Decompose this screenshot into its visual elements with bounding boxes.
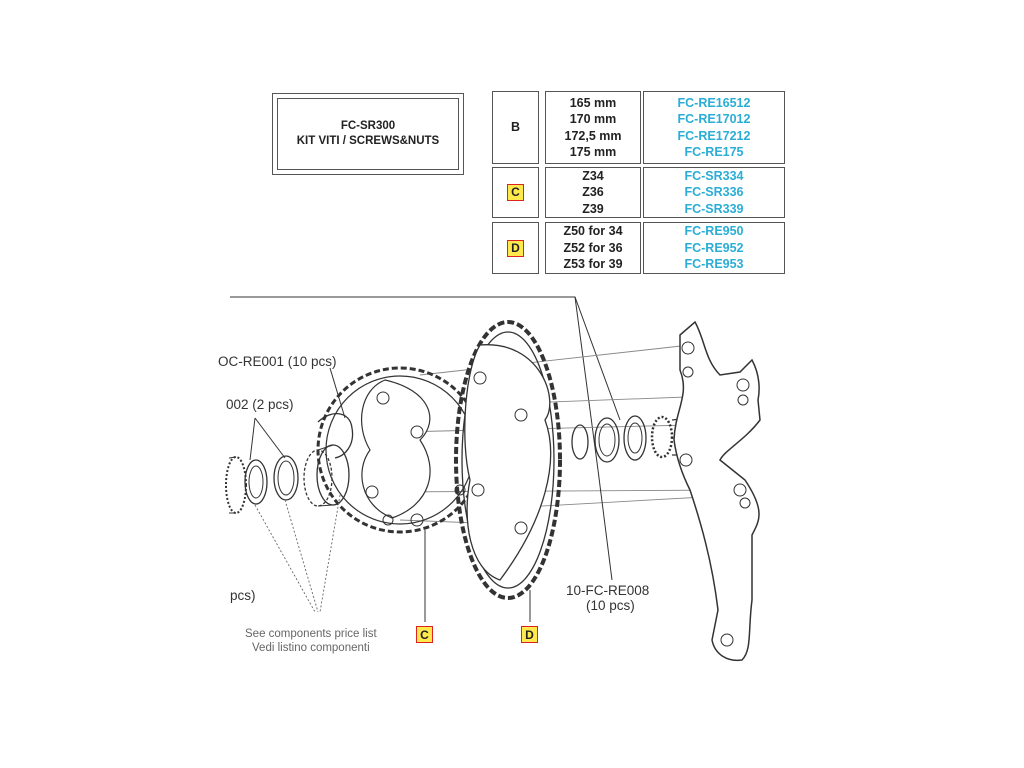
row-b-code-link[interactable]: FC-RE17212 xyxy=(677,128,751,143)
row-b-code-link[interactable]: FC-RE16512 xyxy=(677,95,751,110)
kit-title: KIT VITI / SCREWS&NUTS xyxy=(296,135,440,147)
label-002: 002 (2 pcs) xyxy=(226,397,294,412)
row-b-code-link[interactable]: FC-RE175 xyxy=(684,145,744,159)
circlip xyxy=(317,413,354,459)
row-c-codes-cell: FC-SR334 FC-SR336 FC-SR339 xyxy=(643,167,785,218)
row-b-codes-cell: FC-RE16512 FC-RE17012 FC-RE17212 FC-RE17… xyxy=(643,91,785,164)
label-re008-qty: (10 pcs) xyxy=(586,598,635,613)
note-it: Vedi listino componenti xyxy=(252,642,370,654)
row-c-letter-tag: C xyxy=(507,184,524,201)
row-b-size: 172,5 mm xyxy=(564,128,622,143)
row-d-codes-cell: FC-RE950 FC-RE952 FC-RE953 xyxy=(643,222,785,274)
row-d-letter-tag: D xyxy=(507,239,524,257)
row-b-code-link[interactable]: FC-RE17012 xyxy=(677,112,751,126)
tag-c: C xyxy=(416,626,433,643)
row-c-letter-cell: C xyxy=(492,167,539,218)
row-b-size: 175 mm xyxy=(569,145,617,159)
row-c-code-link[interactable]: FC-SR334 xyxy=(684,168,744,183)
ring-r1 xyxy=(571,424,589,460)
row-c-size: Z39 xyxy=(582,201,604,216)
label-pcs: pcs) xyxy=(230,588,256,603)
bb-nut xyxy=(303,444,350,507)
leader-line-ring2 xyxy=(574,296,599,471)
washer-left-1 xyxy=(273,455,299,501)
crank-arm xyxy=(673,320,761,662)
kit-box: FC-SR300 KIT VITI / SCREWS&NUTS xyxy=(272,93,464,175)
row-c-sizes-cell: Z34 Z36 Z39 xyxy=(545,167,641,218)
row-d-sizes-cell: Z50 for 34 Z52 for 36 Z53 for 39 xyxy=(545,222,641,274)
washer-left-2 xyxy=(244,459,268,505)
ring-r3 xyxy=(623,415,647,461)
row-d-code-link[interactable]: FC-RE952 xyxy=(684,240,744,255)
row-d-code-link[interactable]: FC-RE950 xyxy=(684,224,744,239)
kit-code: FC-SR300 xyxy=(340,120,396,132)
ring-r2 xyxy=(594,417,620,463)
row-d-size: Z53 for 39 xyxy=(563,257,623,272)
tag-d: D xyxy=(521,626,538,643)
label-re008-code: 10-FC-RE008 xyxy=(566,583,650,598)
row-c-size: Z36 xyxy=(582,185,604,200)
row-d-size: Z52 for 36 xyxy=(563,240,623,255)
row-c-size: Z34 xyxy=(582,168,604,183)
note-en: See components price list xyxy=(245,628,377,640)
row-b-letter-cell: B xyxy=(492,91,539,164)
label-oc-re001: OC-RE001 (10 pcs) xyxy=(218,354,337,369)
row-d-code-link[interactable]: FC-RE953 xyxy=(684,257,744,272)
kit-box-inner: FC-SR300 KIT VITI / SCREWS&NUTS xyxy=(277,98,459,170)
left-spline-stub xyxy=(225,456,247,514)
row-c-code-link[interactable]: FC-SR339 xyxy=(684,201,744,216)
row-b-size: 165 mm xyxy=(569,95,617,110)
see-components-note: See components price list Vedi listino c… xyxy=(245,627,377,655)
spline-gear xyxy=(650,415,674,459)
row-b-size: 170 mm xyxy=(569,112,617,126)
row-b-sizes-cell: 165 mm 170 mm 172,5 mm 175 mm xyxy=(545,91,641,164)
row-d-letter-cell: D xyxy=(492,222,539,274)
row-d-size: Z50 for 34 xyxy=(563,224,623,239)
row-b-letter: B xyxy=(510,120,521,135)
chainring-large xyxy=(454,320,562,600)
row-c-code-link[interactable]: FC-SR336 xyxy=(684,185,744,200)
